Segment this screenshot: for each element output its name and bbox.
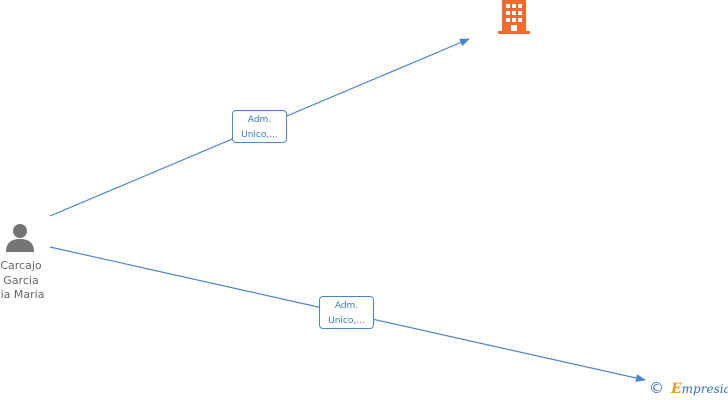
person-name-line: lia Maria — [0, 288, 45, 301]
person-icon — [6, 224, 34, 252]
edge-label-line: Unico,... — [241, 130, 278, 140]
brand-logo: Empresia — [671, 379, 728, 399]
person-name-line: Garcia — [3, 273, 39, 287]
brand-rest: mpresia — [681, 382, 728, 396]
edge-label-line: Adm. — [247, 115, 272, 125]
building-icon — [498, 0, 530, 34]
edge-label-bottom[interactable]: Adm. Unico,... — [319, 296, 374, 329]
person-name: Carcajo Garcia lia Maria — [0, 259, 52, 303]
company-node-top[interactable] — [498, 0, 532, 36]
edge-label-line: Adm. — [334, 301, 359, 311]
person-node[interactable]: Carcajo Garcia lia Maria — [0, 222, 60, 306]
copyright-icon: © — [649, 379, 664, 397]
edge-label-line: Unico,... — [328, 316, 365, 326]
brand-initial: E — [671, 381, 682, 397]
edge-label-top[interactable]: Adm. Unico,... — [232, 110, 287, 143]
person-name-line: Carcajo — [0, 259, 42, 272]
